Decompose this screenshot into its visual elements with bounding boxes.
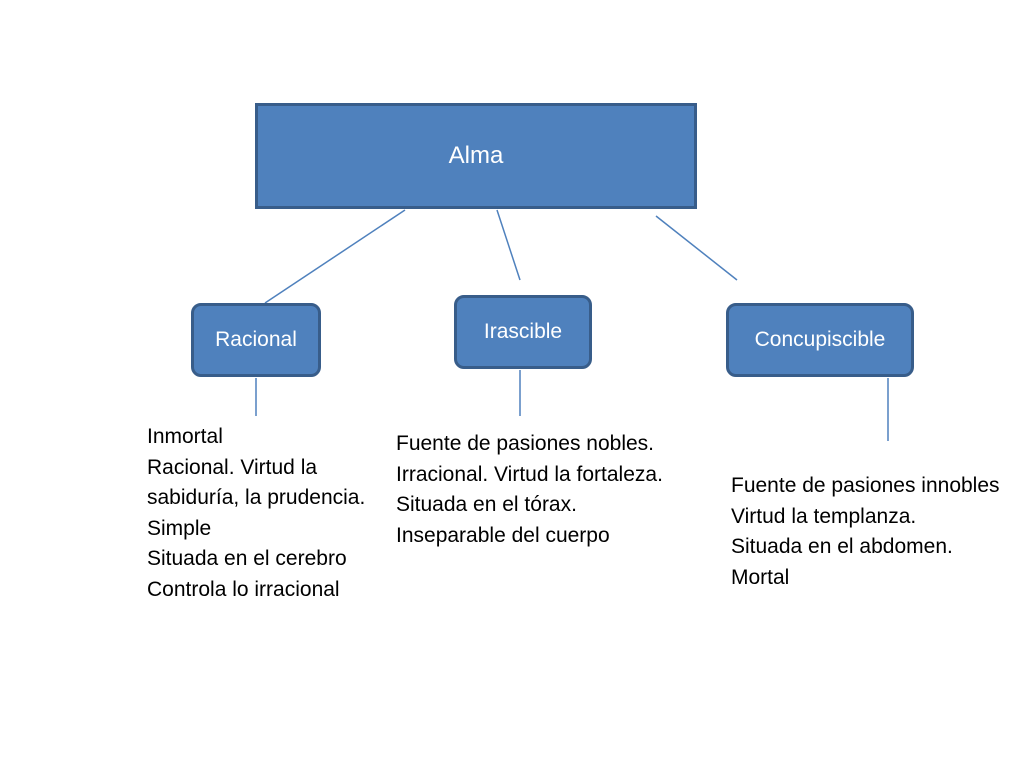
- description-irascible: Fuente de pasiones nobles. Irracional. V…: [396, 429, 663, 551]
- branch-node-irascible: Irascible: [454, 295, 592, 369]
- description-line: sabiduría, la prudencia.: [147, 486, 366, 509]
- description-racional: Inmortal Racional. Virtud la sabiduría, …: [147, 422, 365, 605]
- description-line: Racional. Virtud la: [147, 455, 318, 479]
- connector-alma-racional: [264, 209, 406, 304]
- description-line: Irracional. Virtud la fortaleza.: [396, 462, 663, 486]
- description-line: Fuente de pasiones nobles.: [396, 432, 655, 455]
- branch-node-concupiscible: Concupiscible: [726, 303, 914, 377]
- branch-node-label: Racional: [215, 328, 297, 351]
- description-line: Virtud la templanza.: [731, 504, 917, 528]
- root-node-alma: Alma: [255, 103, 697, 209]
- branch-node-racional: Racional: [191, 303, 321, 377]
- branch-node-label: Concupiscible: [754, 328, 886, 351]
- connector-alma-irascible: [496, 209, 521, 281]
- description-line: Situada en el tórax.: [396, 493, 577, 516]
- connector-alma-concupiscible: [655, 215, 738, 281]
- description-concupiscible: Fuente de pasiones innobles Virtud la te…: [731, 471, 1000, 593]
- description-line: Controla lo irracional: [147, 577, 340, 601]
- description-line: Situada en el abdomen.: [731, 535, 953, 558]
- description-line: Mortal: [731, 565, 790, 589]
- root-node-label: Alma: [448, 142, 504, 169]
- branch-node-label: Irascible: [483, 320, 563, 343]
- description-line: Situada en el cerebro: [147, 547, 347, 570]
- description-line: Inmortal: [147, 425, 223, 448]
- description-line: Inseparable del cuerpo: [396, 523, 610, 547]
- description-line: Fuente de pasiones innobles: [731, 474, 1000, 497]
- description-line: Simple: [147, 516, 212, 540]
